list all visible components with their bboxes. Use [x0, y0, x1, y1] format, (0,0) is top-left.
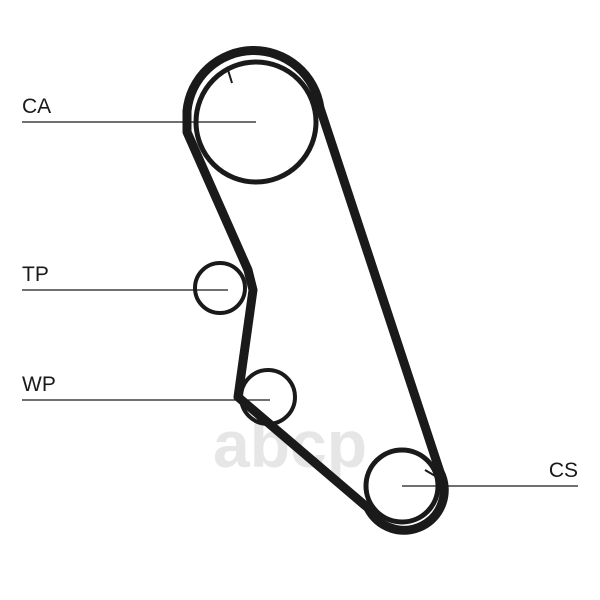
label-cs: CS [549, 459, 578, 482]
label-tp: TP [22, 263, 49, 286]
label-ca: CA [22, 95, 51, 118]
crankshaft-timing-mark [424, 469, 438, 478]
tensioner-pulley [193, 261, 247, 315]
water-pump-pulley [239, 368, 297, 426]
timing-belt [182, 46, 449, 535]
label-wp: WP [22, 373, 56, 396]
camshaft-timing-mark [227, 69, 233, 84]
